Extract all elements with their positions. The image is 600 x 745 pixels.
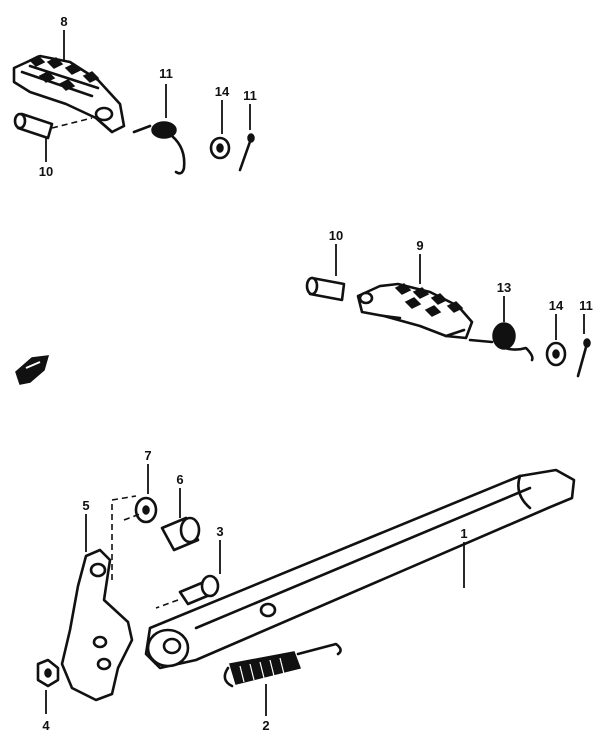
callout-3: 3 [216, 524, 223, 539]
stand-bolt [160, 516, 201, 552]
callout-5: 5 [82, 498, 89, 513]
washer-right [545, 341, 567, 367]
stand-washer [134, 496, 158, 524]
callout-10-left: 10 [39, 164, 53, 179]
washer-left [209, 136, 231, 160]
front-arrow-icon [15, 355, 50, 385]
side-stand-group [36, 468, 576, 702]
callout-10-right: 10 [329, 228, 343, 243]
footrest-right [356, 282, 474, 340]
callout-13: 13 [497, 280, 511, 295]
callout-14-left: 14 [215, 84, 230, 99]
cotter-pin-right [576, 338, 591, 378]
spring-right [468, 322, 534, 362]
spring-hook-bolt [155, 574, 220, 609]
callout-leaders [45, 30, 585, 716]
callout-14-right: 14 [549, 298, 564, 313]
cotter-pin-left [238, 133, 255, 172]
spring-left [132, 121, 186, 175]
callout-2: 2 [262, 718, 269, 733]
callout-labels: 8 10 11 14 11 10 9 13 14 11 7 6 5 3 1 2 … [39, 14, 593, 733]
nut [36, 658, 60, 688]
callout-1: 1 [460, 526, 467, 541]
pin-right [305, 276, 346, 302]
stand-bracket [60, 548, 134, 702]
callout-9: 9 [416, 238, 423, 253]
right-footrest-group [305, 276, 591, 378]
callout-4: 4 [42, 718, 50, 733]
side-stand-bar [144, 468, 576, 670]
callout-6: 6 [176, 472, 183, 487]
footrest-left [12, 54, 126, 134]
left-footrest-group [12, 54, 255, 175]
callout-11-right: 11 [579, 298, 593, 313]
stand-spring [223, 642, 342, 688]
callout-12: 11 [159, 66, 173, 81]
callout-7: 7 [144, 448, 151, 463]
callout-8: 8 [60, 14, 67, 29]
pin-left [13, 112, 93, 140]
callout-11-left: 11 [243, 88, 257, 103]
